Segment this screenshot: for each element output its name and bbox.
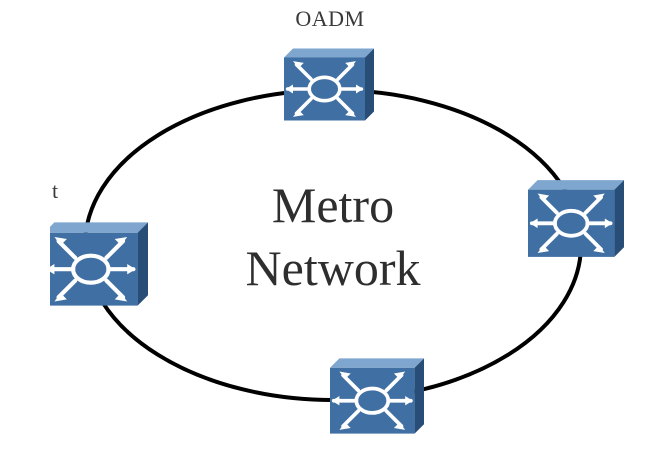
oadm-node-right[interactable]	[528, 180, 624, 257]
center-label-line1: Metro	[272, 177, 394, 233]
oadm-node-left[interactable]	[44, 222, 148, 305]
left-crop-edge	[0, 0, 50, 462]
top-node-label: OADM	[295, 6, 364, 31]
optical-switch-icon	[330, 358, 424, 434]
optical-switch-icon	[284, 48, 374, 121]
optical-switch-icon	[528, 180, 624, 257]
center-label-line2: Network	[246, 240, 421, 296]
left-node-label: t	[52, 178, 59, 203]
optical-switch-icon	[44, 222, 148, 305]
oadm-node-top[interactable]	[284, 48, 374, 121]
oadm-node-bottom[interactable]	[330, 358, 424, 434]
